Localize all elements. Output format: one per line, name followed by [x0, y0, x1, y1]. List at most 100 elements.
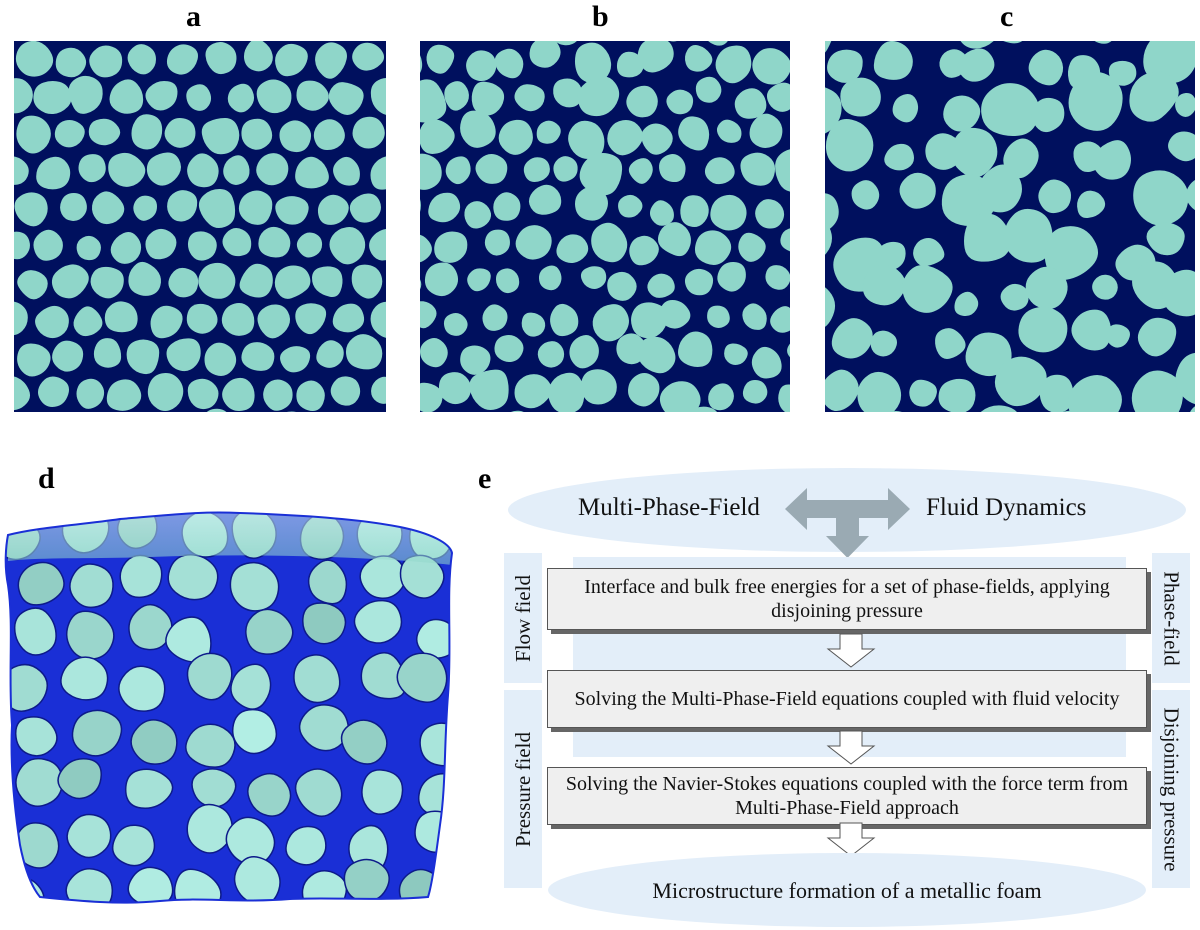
foam-cell — [16, 115, 51, 154]
foam-cell — [1146, 222, 1185, 256]
foam-cell — [420, 199, 421, 212]
step-box-2: Solving the Multi-Phase-Field equations … — [547, 670, 1147, 728]
foam-cell — [76, 235, 101, 261]
foam-cell — [275, 196, 309, 225]
foam-cell — [495, 268, 520, 294]
foam-cell — [239, 263, 273, 298]
foam-cell — [708, 41, 728, 46]
foam-cell — [201, 117, 240, 155]
foam-cell — [742, 303, 767, 330]
foam-cell — [311, 266, 343, 297]
foam-cell — [751, 346, 782, 379]
foam-cell — [628, 158, 653, 184]
foam-cell — [569, 334, 599, 369]
foam-3d-cell — [111, 824, 156, 867]
foam-image-b — [420, 41, 790, 412]
foam-3d-cell — [399, 554, 445, 599]
foam-cell — [280, 346, 311, 373]
foam-cell — [332, 303, 365, 333]
phase-field-label: Phase-field — [1152, 553, 1190, 683]
step-box-3: Solving the Navier-Stokes equations coup… — [547, 767, 1147, 825]
foam-cell — [1185, 180, 1195, 211]
foam-cell — [580, 369, 617, 405]
foam-cell — [60, 192, 87, 221]
foam-cell — [204, 342, 237, 376]
panel-label-e: e — [478, 462, 492, 495]
foam-3d-cell — [127, 866, 174, 903]
foam-3d-cell — [398, 868, 447, 903]
foam-cell — [1038, 179, 1072, 214]
foam-3d-cell — [247, 772, 292, 817]
foam-3d-cell — [359, 555, 406, 599]
foam-cell — [873, 41, 913, 80]
foam-cell — [295, 156, 329, 189]
foam-cell — [466, 50, 497, 82]
foam-cell — [15, 41, 54, 77]
down-arrow-icon — [826, 730, 876, 765]
foam-cell — [109, 79, 144, 114]
foam-cell — [274, 265, 311, 299]
foam-cell — [333, 156, 360, 186]
foam-3d-cell — [307, 559, 348, 605]
foam-cell — [515, 225, 552, 260]
foam-3d-cell — [230, 663, 272, 710]
foam-cell — [186, 303, 218, 334]
foam-cell — [352, 116, 385, 149]
foam-3d-cell — [165, 616, 212, 663]
foam-3d-cell — [301, 870, 348, 903]
foam-cell — [577, 76, 620, 117]
foam-image-c — [825, 41, 1195, 412]
foam-3d-cell — [294, 768, 343, 818]
foam-cell — [78, 154, 106, 183]
foam-cell — [329, 226, 366, 265]
down-arrow-icon — [826, 633, 876, 668]
foam-cell — [460, 110, 496, 148]
foam-cell — [256, 79, 292, 114]
foam-3d-cell — [343, 858, 390, 902]
foam-3d-cell — [285, 825, 327, 866]
foam-cell — [514, 84, 545, 112]
foam-cell — [420, 55, 423, 73]
foam-cell — [108, 152, 146, 187]
foam-cell — [1031, 97, 1065, 133]
foam-cell — [370, 301, 386, 338]
foam-cell — [1044, 226, 1099, 281]
foam-cell — [256, 153, 289, 186]
foam-cell — [536, 120, 561, 144]
foam-cell — [1071, 309, 1112, 351]
foam-cell — [510, 410, 524, 412]
foam-cell — [1092, 140, 1132, 180]
foam-cell — [222, 228, 252, 257]
foam-cell — [825, 118, 874, 172]
foam-cell — [717, 261, 746, 292]
foam-cell — [420, 337, 448, 368]
foam-3d-cell — [128, 603, 173, 651]
flow-field-label: Flow field — [504, 553, 542, 683]
multi-phase-field-label: Multi-Phase-Field — [578, 494, 760, 521]
foam-cell — [1000, 283, 1029, 311]
foam-cell — [420, 279, 422, 290]
foam-cell — [317, 194, 349, 225]
foam-cell — [715, 45, 752, 84]
foam-cell — [206, 408, 227, 412]
foam-cell — [17, 343, 51, 377]
foam-cell — [186, 84, 212, 111]
foam-cell — [913, 237, 945, 267]
foam-cell — [659, 381, 701, 412]
foam-image-a — [14, 41, 386, 412]
foam-3d-cell — [186, 803, 234, 854]
foam-3d-cell — [60, 656, 109, 701]
foam-cell — [694, 230, 732, 265]
foam-cell — [494, 48, 524, 79]
foam-cell — [892, 93, 919, 123]
foam-cell — [680, 195, 709, 227]
foam-cell — [352, 42, 385, 71]
foam-cell — [716, 119, 742, 143]
foam-cell — [434, 231, 468, 263]
foam-cell — [52, 340, 84, 372]
foam-cell — [957, 48, 995, 82]
foam-cell — [223, 155, 250, 185]
foam-cell — [14, 156, 29, 185]
foam-cell — [874, 241, 906, 271]
foam-cell — [862, 264, 906, 306]
